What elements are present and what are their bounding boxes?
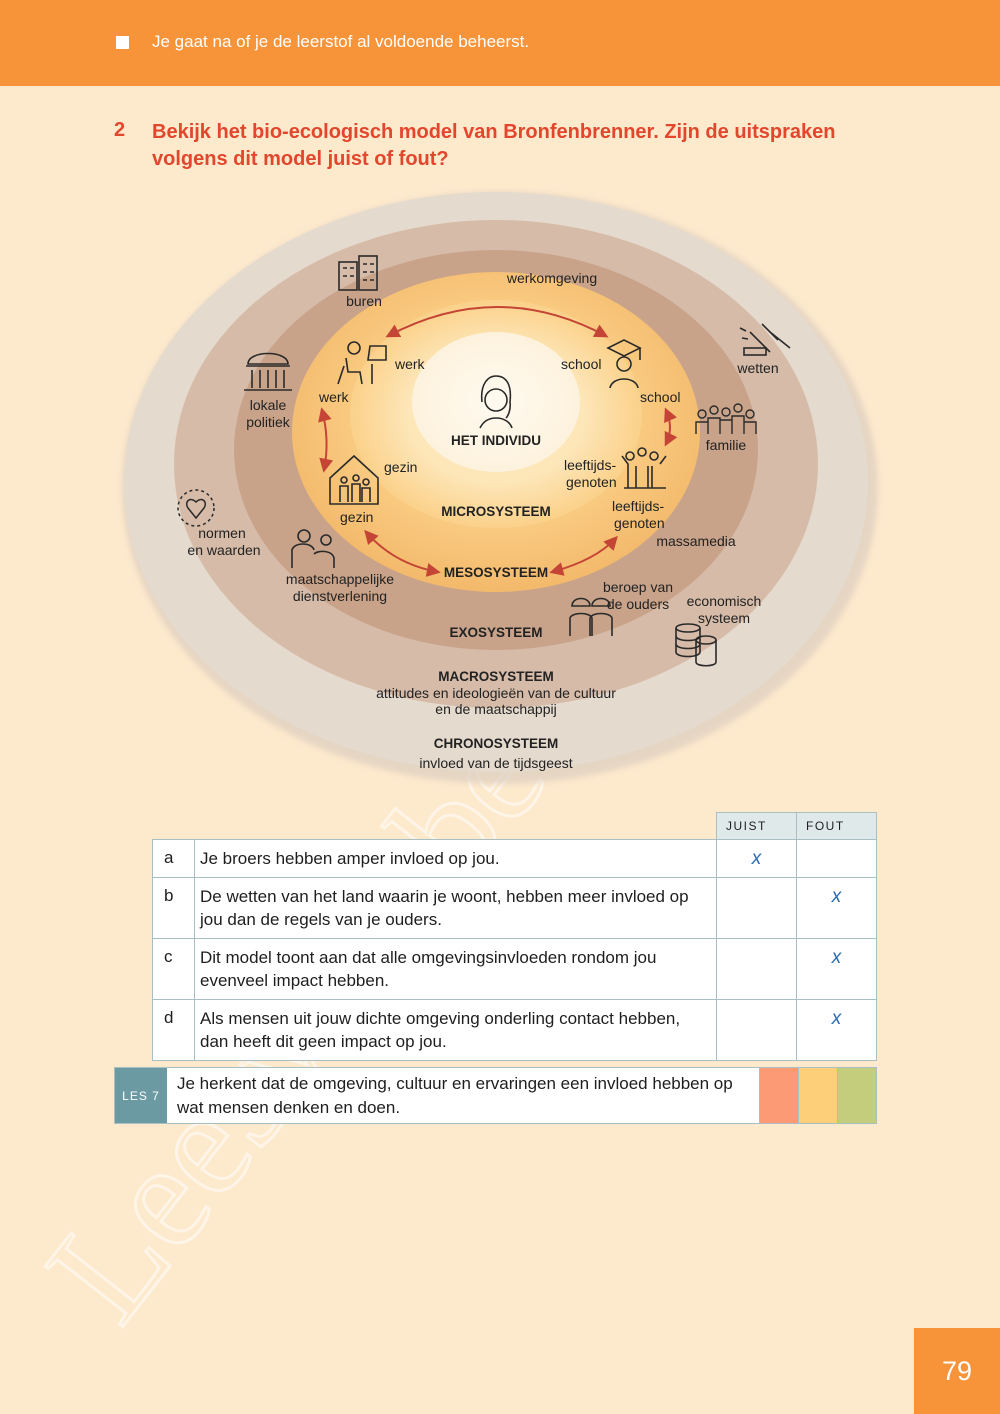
label-beroep-van: beroep van <box>603 579 673 595</box>
label-genoten-b: genoten <box>614 515 665 531</box>
question-text: Bekijk het bio-ecologisch model van Bron… <box>152 121 836 170</box>
lesson-goal: Je herkent dat de omgeving, cultuur en e… <box>177 1074 733 1117</box>
label-werk-icon: werk <box>394 356 426 372</box>
square-bullet-icon <box>116 36 129 49</box>
label-werk-arrow: werk <box>318 389 350 405</box>
label-macro-sub2: en de maatschappij <box>435 701 556 717</box>
label-macro-sub1: attitudes en ideologieën van de cultuur <box>376 685 616 701</box>
label-familie: familie <box>706 437 747 453</box>
arrow-school-leeftijdsgenoten <box>664 407 678 447</box>
table-row: a Je broers hebben amper invloed op jou.… <box>152 839 877 878</box>
label-lokale: lokale <box>250 397 287 413</box>
heart-circle-icon <box>177 489 215 527</box>
lesson-tag: LES 7 <box>115 1068 167 1123</box>
arrow-meso-leeftijdsgenoten <box>549 535 618 576</box>
row-letter: a <box>152 839 195 878</box>
fout-cell[interactable] <box>796 839 877 878</box>
label-en-waarden: en waarden <box>187 542 260 558</box>
label-dienstverlening: dienstverlening <box>293 588 387 604</box>
row-letter: d <box>152 999 195 1061</box>
label-systeem: systeem <box>698 610 750 626</box>
woman-portrait-icon <box>479 375 513 429</box>
label-leeftijds-a: leeftijds- <box>564 457 616 473</box>
row-statement: Je broers hebben amper invloed op jou. <box>194 839 717 878</box>
arrow-gezin-meso <box>364 529 441 577</box>
label-exosysteem: EXOSYSTEEM <box>449 625 542 640</box>
label-mesosysteem: MESOSYSTEEM <box>444 565 548 580</box>
row-statement: Dit model toont aan dat alle omgevingsin… <box>194 938 717 1000</box>
lesson-self-assessment: LES 7 Je herkent dat de omgeving, cultuu… <box>114 1067 877 1124</box>
coins-stack-icon <box>675 623 717 667</box>
label-de-ouders: de ouders <box>607 596 669 612</box>
juist-cell[interactable] <box>716 999 797 1061</box>
rating-swatch-yellow[interactable] <box>798 1068 837 1123</box>
fout-cell[interactable]: x <box>796 938 877 1000</box>
question-number: 2 <box>114 119 126 141</box>
label-buren: buren <box>346 293 382 309</box>
juist-cell[interactable] <box>716 877 797 939</box>
row-statement: Als mensen uit jouw dichte omgeving onde… <box>194 999 717 1061</box>
label-school-arrow: school <box>640 389 680 405</box>
label-werkomgeving: werkomgeving <box>506 270 597 286</box>
courthouse-icon <box>244 352 292 391</box>
rating-swatch-red[interactable] <box>759 1068 798 1123</box>
label-chrono-sub: invloed van de tijdsgeest <box>419 755 572 771</box>
worker-at-desk-icon <box>337 341 387 385</box>
workers-icon <box>569 597 613 636</box>
row-statement: De wetten van het land waarin je woont, … <box>194 877 717 939</box>
arrow-werk-gezin <box>318 407 334 473</box>
bronfenbrenner-diagram: HET INDIVIDU MICROSYSTEEM MESOSYSTEEM EX… <box>110 188 890 788</box>
individual-core <box>412 332 580 472</box>
label-gezin-arrow: gezin <box>340 509 373 525</box>
friends-group-icon <box>621 447 667 489</box>
page-number: 79 <box>914 1328 1000 1414</box>
table-row: d Als mensen uit jouw dichte omgeving on… <box>152 999 877 1061</box>
label-wetten: wetten <box>736 360 778 376</box>
row-letter: b <box>152 877 195 939</box>
label-macrosysteem: MACROSYSTEEM <box>438 669 554 684</box>
house-family-icon <box>329 454 379 505</box>
learning-objective: Je gaat na of je de leerstof al voldoend… <box>152 32 530 51</box>
label-school-icon: school <box>561 356 601 372</box>
top-banner: Je gaat na of je de leerstof al voldoend… <box>0 0 1000 86</box>
table-row: b De wetten van het land waarin je woont… <box>152 877 877 939</box>
label-chronosysteem: CHRONOSYSTEEM <box>434 736 559 751</box>
fout-cell[interactable]: x <box>796 877 877 939</box>
juist-cell[interactable]: x <box>716 839 797 878</box>
label-massamedia: massamedia <box>656 533 736 549</box>
label-het-individu: HET INDIVIDU <box>451 433 541 448</box>
fout-cell[interactable]: x <box>796 999 877 1061</box>
true-false-table: JUIST FOUT a Je broers hebben amper invl… <box>152 812 877 1061</box>
label-microsysteem: MICROSYSTEEM <box>441 504 551 519</box>
label-normen: normen <box>198 525 245 541</box>
label-maatschappelijke: maatschappelijke <box>286 571 394 587</box>
label-leeftijds-b: leeftijds- <box>612 498 664 514</box>
table-header-row: JUIST FOUT <box>153 812 877 840</box>
rating-swatch-green[interactable] <box>837 1068 876 1123</box>
caregiver-icon <box>291 529 335 568</box>
gavel-icon <box>739 323 791 356</box>
row-letter: c <box>152 938 195 1000</box>
label-economisch: economisch <box>687 593 762 609</box>
arrow-werk-school <box>385 306 609 338</box>
juist-cell[interactable] <box>716 938 797 1000</box>
crowd-icon <box>695 403 757 434</box>
header-juist: JUIST <box>716 812 797 840</box>
header-fout: FOUT <box>796 812 877 840</box>
label-genoten-a: genoten <box>566 474 617 490</box>
buildings-icon <box>338 255 378 291</box>
table-row: c Dit model toont aan dat alle omgevings… <box>152 938 877 1000</box>
graduate-icon <box>606 339 642 389</box>
label-gezin-icon: gezin <box>384 459 417 475</box>
label-politiek: politiek <box>246 414 291 430</box>
